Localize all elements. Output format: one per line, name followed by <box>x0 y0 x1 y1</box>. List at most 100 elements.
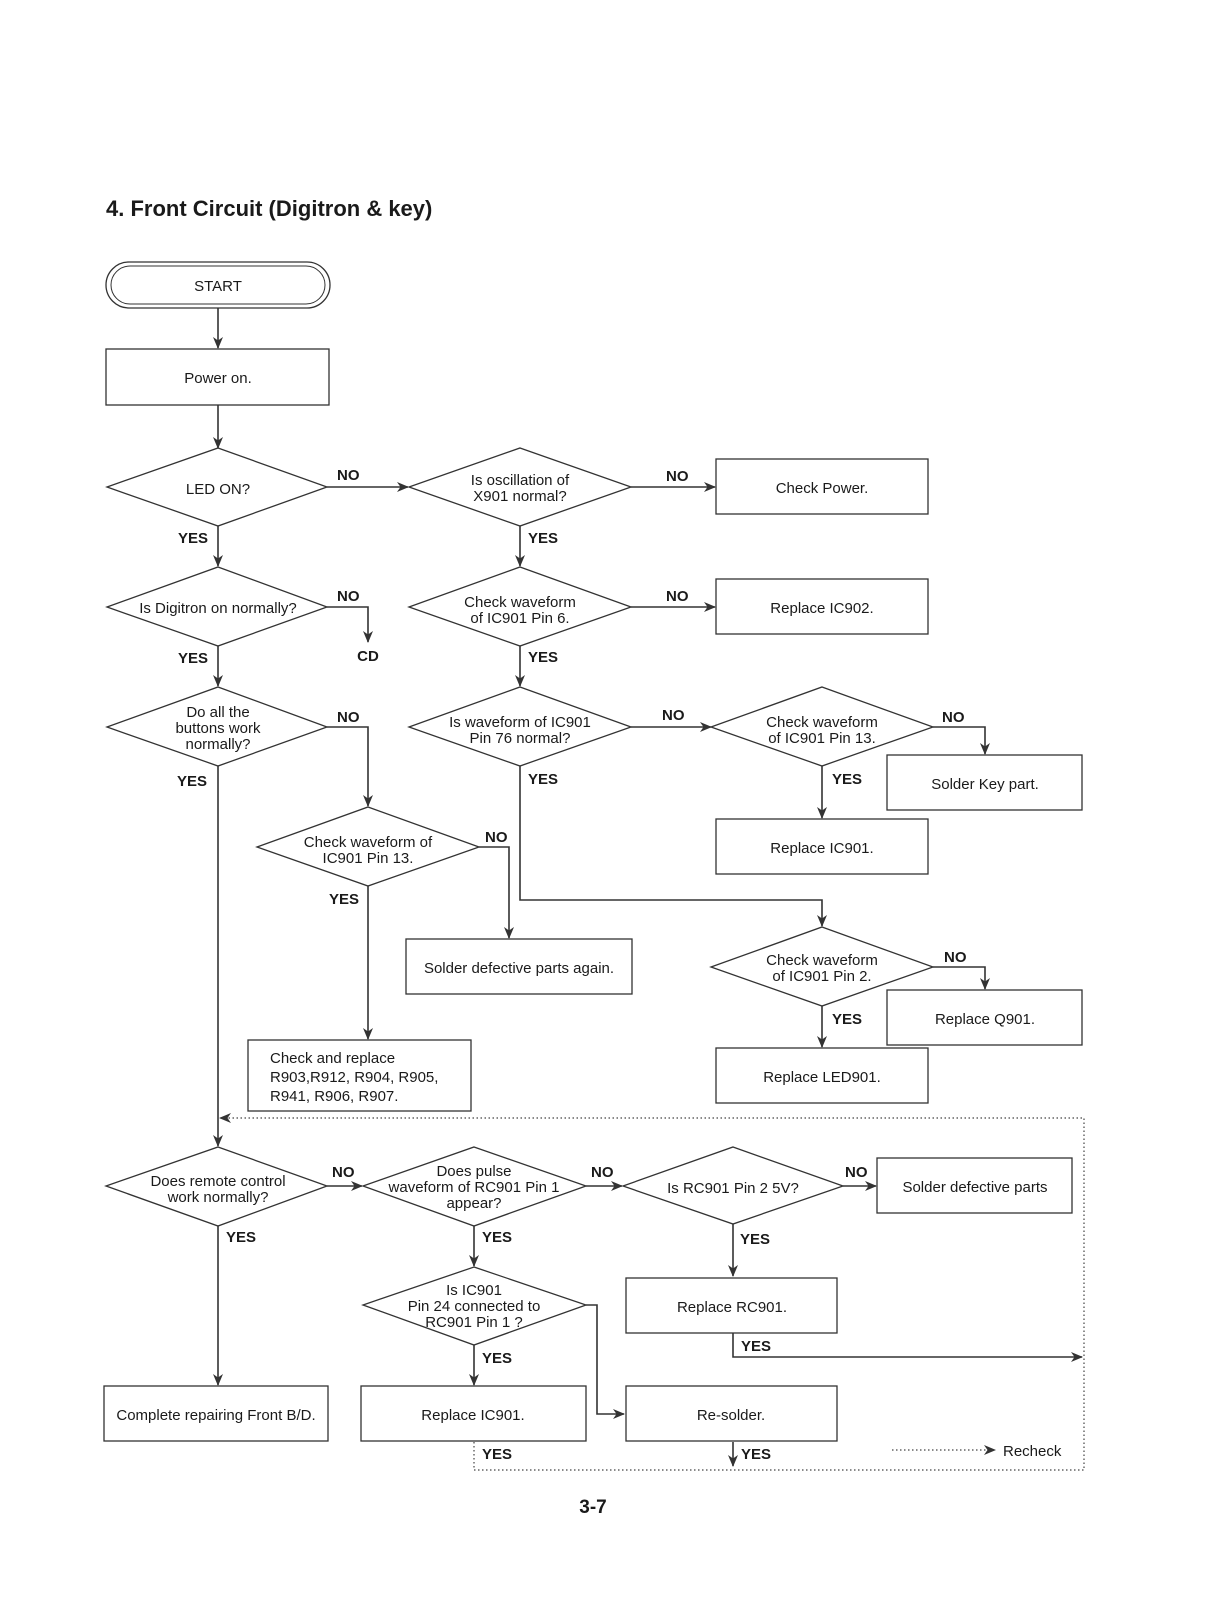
edge-pin13right-solderkey <box>933 726 990 755</box>
replace-ic901-bottom-label: Replace IC901. <box>421 1407 524 1424</box>
label-no: NO <box>662 707 685 724</box>
start-terminal: START <box>105 261 331 309</box>
replace-q901-box: Replace Q901. <box>886 989 1083 1046</box>
ic901-connected-label-2: Pin 24 connected to <box>408 1298 541 1315</box>
solder-key-box: Solder Key part. <box>886 754 1083 811</box>
buttons-decision: Do all the buttons work normally? <box>105 686 329 767</box>
edge-digitron-cd <box>327 606 373 643</box>
resolder-label: Re-solder. <box>697 1407 765 1424</box>
buttons-label-3: normally? <box>185 736 250 753</box>
remote-decision: Does remote control work normally? <box>104 1146 329 1227</box>
check-replace-label-1: Check and replace <box>270 1050 395 1067</box>
replace-ic902-box: Replace IC902. <box>715 578 929 635</box>
ic901-connected-label-1: Is IC901 <box>446 1282 502 1299</box>
digitron-label: Is Digitron on normally? <box>139 600 297 617</box>
waveform-pin76-label-2: Pin 76 normal? <box>470 730 571 747</box>
check-replace-box: Check and replace R903,R912, R904, R905,… <box>247 1039 472 1112</box>
waveform-pin13-right-label-2: of IC901 Pin 13. <box>768 730 876 747</box>
waveform-pin2-label-1: Check waveform <box>766 952 878 969</box>
check-power-label: Check Power. <box>776 480 869 497</box>
waveform-pin13-left-label-2: IC901 Pin 13. <box>323 850 414 867</box>
label-yes: YES <box>741 1446 771 1463</box>
rc901-5v-label: Is RC901 Pin 2 5V? <box>667 1180 799 1197</box>
replace-ic902-label: Replace IC902. <box>770 600 873 617</box>
ic901-connected-label-3: RC901 Pin 1 ? <box>425 1314 523 1331</box>
label-no: NO <box>337 709 360 726</box>
replace-rc901-box: Replace RC901. <box>625 1277 838 1334</box>
pulse-label-2: waveform of RC901 Pin 1 <box>388 1179 560 1196</box>
start-label: START <box>194 278 242 295</box>
waveform-pin13-right-decision: Check waveform of IC901 Pin 13. <box>709 686 935 767</box>
waveform-pin6-label-2: of IC901 Pin 6. <box>470 610 569 627</box>
edge-labels: NO NO YES YES NO NO YES YES NO NO NO YES… <box>177 467 967 1463</box>
page-title: 4. Front Circuit (Digitron & key) <box>106 196 432 221</box>
solder-again-label: Solder defective parts again. <box>424 960 614 977</box>
label-yes: YES <box>741 1338 771 1355</box>
edge-rc901-recheck <box>732 1333 1083 1362</box>
waveform-pin13-left-label-1: Check waveform of <box>304 834 433 851</box>
edge-connected-resolder <box>586 1304 625 1419</box>
pulse-decision: Does pulse waveform of RC901 Pin 1 appea… <box>361 1146 588 1227</box>
label-yes: YES <box>226 1229 256 1246</box>
solder-again-box: Solder defective parts again. <box>405 938 633 995</box>
waveform-pin76-label-1: Is waveform of IC901 <box>449 714 591 731</box>
cd-connector: CD <box>357 648 379 665</box>
edges <box>213 308 1085 1471</box>
replace-led901-label: Replace LED901. <box>763 1069 881 1086</box>
waveform-pin2-label-2: of IC901 Pin 2. <box>772 968 871 985</box>
label-yes: YES <box>178 530 208 547</box>
label-yes: YES <box>482 1229 512 1246</box>
ic901-connected-decision: Is IC901 Pin 24 connected to RC901 Pin 1… <box>361 1266 588 1346</box>
waveform-pin6-decision: Check waveform of IC901 Pin 6. <box>407 566 633 647</box>
oscillation-decision: Is oscillation of X901 normal? <box>407 447 633 527</box>
complete-label: Complete repairing Front B/D. <box>116 1407 315 1424</box>
label-no: NO <box>666 588 689 605</box>
solder-key-label: Solder Key part. <box>931 776 1039 793</box>
oscillation-label-2: X901 normal? <box>473 488 566 505</box>
label-no: NO <box>332 1164 355 1181</box>
label-no: NO <box>942 709 965 726</box>
label-yes: YES <box>832 1011 862 1028</box>
led-on-label: LED ON? <box>186 481 250 498</box>
remote-label-1: Does remote control <box>150 1173 285 1190</box>
solder-defective-box: Solder defective parts <box>876 1157 1073 1214</box>
label-yes: YES <box>832 771 862 788</box>
label-no: NO <box>944 949 967 966</box>
solder-defective-label: Solder defective parts <box>902 1179 1047 1196</box>
legend-recheck-label: Recheck <box>1003 1443 1062 1460</box>
edge-buttons-pin13left <box>327 726 373 807</box>
complete-box: Complete repairing Front B/D. <box>103 1385 329 1442</box>
buttons-label-2: buttons work <box>175 720 261 737</box>
waveform-pin76-decision: Is waveform of IC901 Pin 76 normal? <box>407 686 633 767</box>
label-yes: YES <box>482 1350 512 1367</box>
replace-rc901-label: Replace RC901. <box>677 1299 787 1316</box>
check-replace-label-2: R903,R912, R904, R905, <box>270 1069 438 1086</box>
waveform-pin13-right-label-1: Check waveform <box>766 714 878 731</box>
buttons-label-1: Do all the <box>186 704 249 721</box>
label-yes: YES <box>528 649 558 666</box>
check-replace-label-3: R941, R906, R907. <box>270 1088 398 1105</box>
label-yes: YES <box>482 1446 512 1463</box>
digitron-decision: Is Digitron on normally? <box>105 566 329 647</box>
power-on-label: Power on. <box>184 370 252 387</box>
label-yes: YES <box>177 773 207 790</box>
label-no: NO <box>591 1164 614 1181</box>
nodes: START Power on. LED ON? Is oscillation o… <box>103 261 1083 1442</box>
remote-label-2: work normally? <box>167 1189 269 1206</box>
replace-ic901-top-box: Replace IC901. <box>715 818 929 875</box>
label-no: NO <box>337 467 360 484</box>
label-no: NO <box>666 468 689 485</box>
waveform-pin2-decision: Check waveform of IC901 Pin 2. <box>709 926 935 1007</box>
resolder-box: Re-solder. <box>625 1385 838 1442</box>
edge-pin2-q901 <box>933 966 990 990</box>
label-no: NO <box>337 588 360 605</box>
pulse-label-3: appear? <box>446 1195 501 1212</box>
pulse-label-1: Does pulse <box>436 1163 511 1180</box>
label-yes: YES <box>740 1231 770 1248</box>
label-yes: YES <box>528 771 558 788</box>
power-on-box: Power on. <box>105 348 330 406</box>
label-no: NO <box>845 1164 868 1181</box>
waveform-pin6-label-1: Check waveform <box>464 594 576 611</box>
